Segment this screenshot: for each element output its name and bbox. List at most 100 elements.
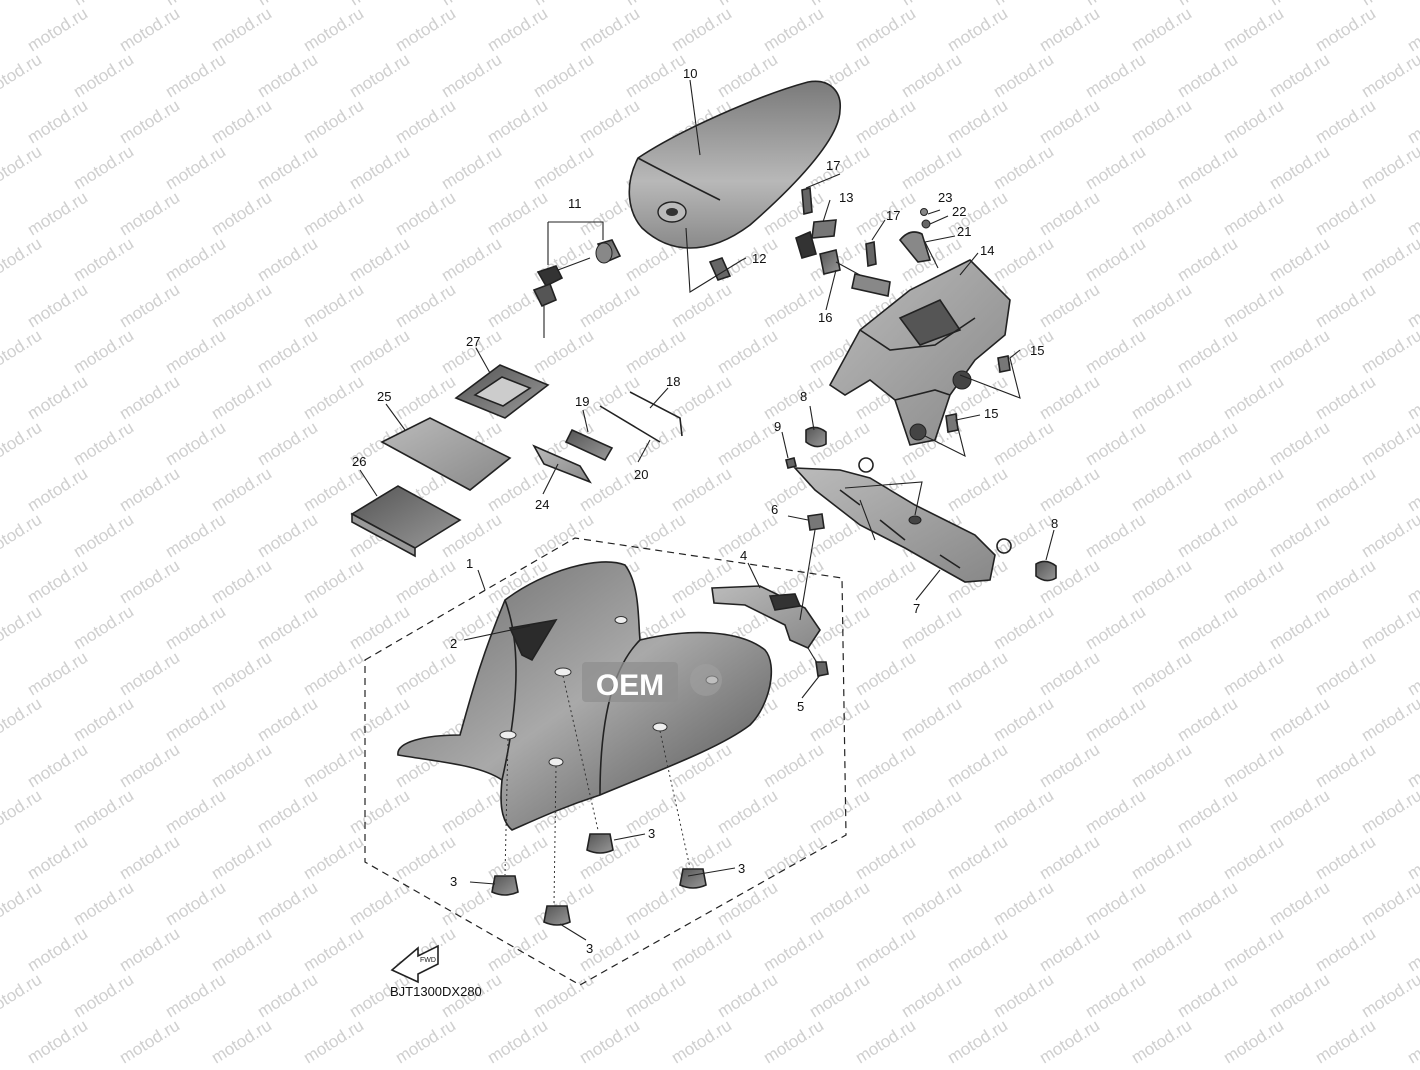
callout-3d: 3 (586, 941, 593, 956)
watermark-text: motod.ru (24, 740, 91, 792)
watermark-text: motod.ru (1404, 188, 1420, 240)
callout-8a: 8 (800, 389, 807, 404)
watermark-text: motod.ru (1174, 50, 1241, 102)
watermark-text: motod.ru (1220, 96, 1287, 148)
watermark-text: motod.ru (1128, 96, 1195, 148)
watermark-text: motod.ru (300, 556, 367, 608)
callout-20: 20 (634, 467, 648, 482)
watermark-text: motod.ru (668, 924, 735, 976)
watermark-text: motod.ru (1036, 924, 1103, 976)
watermark-text: motod.ru (1358, 142, 1420, 194)
watermark-text: motod.ru (990, 786, 1057, 838)
watermark-text: motod.ru (898, 694, 965, 746)
callout-15a: 15 (1030, 343, 1044, 358)
seat-lock-bracket (793, 457, 1012, 583)
watermark-text: motod.ru (254, 234, 321, 286)
watermark-text: motod.ru (162, 510, 229, 562)
watermark-text: motod.ru (300, 740, 367, 792)
watermark-text: motod.ru (1128, 188, 1195, 240)
watermark-text: motod.ru (70, 50, 137, 102)
watermark-text: motod.ru (0, 50, 45, 102)
watermark-text: motod.ru (254, 970, 321, 1022)
watermark-text: motod.ru (116, 464, 183, 516)
watermark-text: motod.ru (1174, 142, 1241, 194)
watermark-text: motod.ru (1312, 4, 1379, 56)
watermark-text: motod.ru (0, 234, 45, 286)
watermark-text: motod.ru (1128, 924, 1195, 976)
watermark-text: motod.ru (1036, 372, 1103, 424)
grommets (491, 833, 707, 926)
watermark-text: motod.ru (1404, 4, 1420, 56)
watermark-text: motod.ru (1358, 694, 1420, 746)
watermark-text: motod.ru (576, 464, 643, 516)
watermark-text: motod.ru (70, 326, 137, 378)
callout-12: 12 (752, 251, 766, 266)
watermark-text: motod.ru (300, 464, 367, 516)
watermark-text: motod.ru (1220, 924, 1287, 976)
damper-8a (805, 426, 827, 448)
watermark-text: motod.ru (254, 326, 321, 378)
watermark-text: motod.ru (162, 786, 229, 838)
watermark-text: motod.ru (1404, 924, 1420, 976)
callout-10: 10 (683, 66, 697, 81)
watermark-text: motod.ru (116, 96, 183, 148)
watermark-text: motod.ru (484, 188, 551, 240)
watermark-text: motod.ru (1036, 832, 1103, 884)
watermark-text: motod.ru (852, 924, 919, 976)
watermark-text: motod.ru (944, 740, 1011, 792)
watermark-text: motod.ru (576, 96, 643, 148)
watermark-text: motod.ru (1266, 602, 1333, 654)
watermark-text: motod.ru (70, 602, 137, 654)
watermark-text: motod.ru (300, 832, 367, 884)
watermark-text: motod.ru (116, 1016, 183, 1065)
watermark-text: motod.ru (1404, 96, 1420, 148)
watermark-text: motod.ru (70, 970, 137, 1022)
watermark-text: motod.ru (254, 694, 321, 746)
watermark-text: motod.ru (70, 786, 137, 838)
forward-arrow[interactable]: FWD (390, 944, 439, 984)
watermark-text: motod.ru (1358, 786, 1420, 838)
watermark-text: motod.ru (944, 1016, 1011, 1065)
watermark-text: motod.ru (24, 648, 91, 700)
watermark-text: motod.ru (1358, 878, 1420, 930)
watermark-text: motod.ru (1312, 740, 1379, 792)
watermark-text: motod.ru (1266, 142, 1333, 194)
watermark-text: motod.ru (1174, 510, 1241, 562)
callout-21: 21 (957, 224, 971, 239)
watermark-text: motod.ru (162, 142, 229, 194)
watermark-text: motod.ru (70, 142, 137, 194)
watermark-text: motod.ru (714, 326, 781, 378)
callout-19: 19 (575, 394, 589, 409)
watermark-text: motod.ru (116, 740, 183, 792)
watermark-text: motod.ru (392, 556, 459, 608)
watermark-text: motod.ru (24, 96, 91, 148)
watermark-text: motod.ru (1036, 188, 1103, 240)
callout-1: 1 (466, 556, 473, 571)
watermark-text: motod.ru (1312, 556, 1379, 608)
cable-guide-21 (898, 231, 932, 263)
callout-2: 2 (450, 636, 457, 651)
watermark-text: motod.ru (24, 188, 91, 240)
watermark-text: motod.ru (898, 50, 965, 102)
callout-4: 4 (740, 548, 747, 563)
watermark-text: motod.ru (1082, 878, 1149, 930)
watermark-text: motod.ru (668, 4, 735, 56)
watermark-text: motod.ru (806, 878, 873, 930)
watermark-text: motod.ru (208, 1016, 275, 1065)
watermark-text: motod.ru (1082, 602, 1149, 654)
callout-16: 16 (818, 310, 832, 325)
watermark-text: motod.ru (346, 786, 413, 838)
watermark-text: motod.ru (622, 970, 689, 1022)
watermark-text: motod.ru (990, 694, 1057, 746)
watermark-text: motod.ru (1358, 418, 1420, 470)
watermark-text: motod.ru (1082, 418, 1149, 470)
watermark-text: motod.ru (484, 832, 551, 884)
watermark-text: motod.ru (668, 280, 735, 332)
watermark-text: motod.ru (116, 4, 183, 56)
watermark-text: motod.ru (254, 602, 321, 654)
watermark-text: motod.ru (438, 142, 505, 194)
clip-12 (708, 257, 732, 281)
watermark-text: motod.ru (254, 878, 321, 930)
callout-6: 6 (771, 502, 778, 517)
